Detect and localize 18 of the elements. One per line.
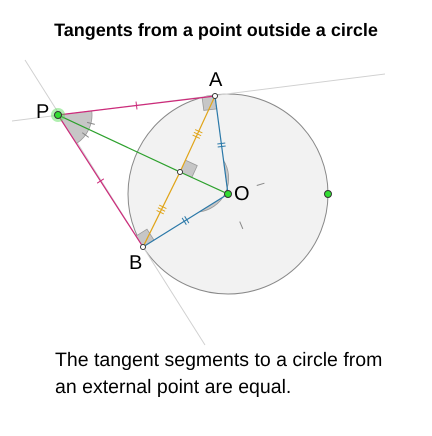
line-segment <box>182 172 225 193</box>
point-label: P <box>36 102 50 122</box>
point-marker <box>212 93 218 99</box>
line-segment <box>144 174 180 245</box>
caption: The tangent segments to a circle from an external point are equal. <box>55 348 384 400</box>
line-segment <box>145 196 225 246</box>
diagram-title: Tangents from a point outside a circle <box>53 20 379 41</box>
point-marker <box>54 111 62 119</box>
line-segment <box>180 98 214 170</box>
point-label: O <box>234 184 250 204</box>
line-segment <box>62 96 212 116</box>
line-segment <box>60 118 142 245</box>
point-marker <box>140 244 146 250</box>
point-label: B <box>129 253 142 273</box>
line-segment <box>214 98 228 190</box>
point-label: A <box>209 70 222 90</box>
line-segment <box>61 116 178 172</box>
point-marker <box>324 190 332 198</box>
